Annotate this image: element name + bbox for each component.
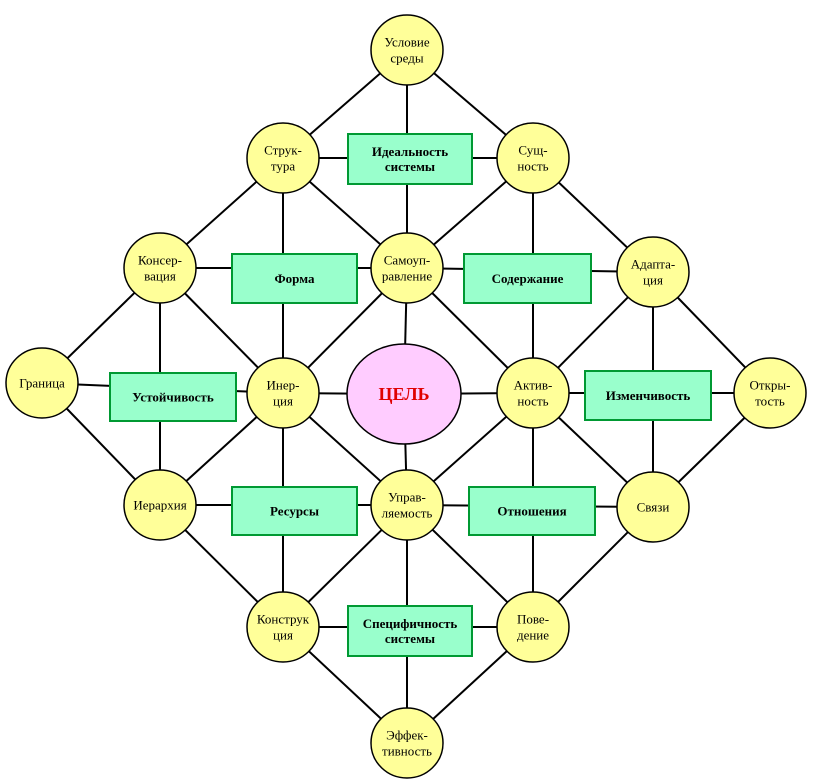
node-usloviya-label-line-2: среды <box>390 51 423 66</box>
node-konstruktsiya-label-line-1: Конструк <box>257 612 310 627</box>
node-ierarkhiya: Иерархия <box>123 469 197 541</box>
node-samoupravlenie-shape <box>370 232 444 304</box>
node-otkrytost: Откры-тость <box>733 357 807 429</box>
node-struktura: Струк-тура <box>246 122 320 194</box>
node-povedenie: Пове-дение <box>496 591 570 663</box>
box-izmenchivost-label-line-1: Изменчивость <box>606 388 691 403</box>
node-effektivnost-label-line-2: тивность <box>382 744 432 759</box>
node-samoupravlenie-label-line-1: Самоуп- <box>384 253 430 268</box>
box-forma: Форма <box>231 253 358 304</box>
node-aktivnost-label-line-2: ность <box>517 394 548 409</box>
node-svyazi: Связи <box>616 471 690 543</box>
box-idealnost-shape <box>347 133 473 185</box>
box-ustoychivost-shape <box>109 372 237 422</box>
box-soderzhanie-label-line-1: Содержание <box>492 271 564 286</box>
box-spetsifichnost-shape <box>347 605 473 657</box>
box-ustoychivost: Устойчивость <box>109 372 237 422</box>
box-forma-label-line-1: Форма <box>275 271 315 286</box>
box-resursy: Ресурсы <box>231 486 358 536</box>
node-aktivnost-label-line-1: Актив- <box>514 378 553 393</box>
node-adaptatsiya: Адапта-ция <box>616 236 690 308</box>
box-izmenchivost-shape <box>584 370 712 421</box>
node-upravlyaemost-shape <box>370 469 444 541</box>
node-inertsiya-label-line-1: Инер- <box>267 378 300 393</box>
box-soderzhanie: Содержание <box>463 253 592 304</box>
node-upravlyaemost-label-line-2: ляемость <box>382 506 433 521</box>
node-effektivnost: Эффек-тивность <box>370 707 444 779</box>
node-effektivnost-label-line-1: Эффек- <box>386 728 428 743</box>
box-idealnost-label-line-1: Идеальность <box>372 144 448 159</box>
box-resursy-label-line-1: Ресурсы <box>270 504 319 519</box>
box-spetsifichnost-label-line-1: Специфичность <box>363 616 458 631</box>
node-struktura-label-line-1: Струк- <box>264 143 302 158</box>
node-konservatsiya-label-line-2: вация <box>144 269 176 284</box>
node-povedenie-shape <box>496 591 570 663</box>
node-konservatsiya-shape <box>123 232 197 304</box>
box-izmenchivost: Изменчивость <box>584 370 712 421</box>
node-konstruktsiya-label-line-2: ция <box>273 628 293 643</box>
node-granitsa: Граница <box>5 347 79 419</box>
node-sushchnost-shape <box>496 122 570 194</box>
goal-node: ЦЕЛЬ <box>346 343 462 445</box>
node-ierarkhiya-shape <box>123 469 197 541</box>
node-inertsiya-shape <box>246 357 320 429</box>
node-struktura-shape <box>246 122 320 194</box>
node-aktivnost-shape <box>496 357 570 429</box>
node-povedenie-label-line-1: Пове- <box>517 612 549 627</box>
node-usloviya-shape <box>370 14 444 86</box>
node-otkrytost-label-line-1: Откры- <box>750 378 791 393</box>
node-inertsiya: Инер-ция <box>246 357 320 429</box>
box-spetsifichnost-label-line-2: системы <box>385 631 435 646</box>
box-otnosheniya: Отношения <box>468 486 596 536</box>
box-idealnost-label-line-2: системы <box>385 159 435 174</box>
node-povedenie-label-line-2: дение <box>517 628 549 643</box>
node-adaptatsiya-shape <box>616 236 690 308</box>
node-struktura-label-line-2: тура <box>271 159 296 174</box>
node-granitsa-shape <box>5 347 79 419</box>
box-otnosheniya-label-line-1: Отношения <box>497 504 566 519</box>
node-sushchnost-label-line-2: ность <box>517 159 548 174</box>
box-forma-shape <box>231 253 358 304</box>
box-otnosheniya-shape <box>468 486 596 536</box>
box-resursy-shape <box>231 486 358 536</box>
node-samoupravlenie: Самоуп-равление <box>370 232 444 304</box>
node-konservatsiya-label-line-1: Консер- <box>138 253 182 268</box>
goal-node-shape <box>346 343 462 445</box>
node-ierarkhiya-label-line-1: Иерархия <box>133 498 186 513</box>
node-konservatsiya: Консер-вация <box>123 232 197 304</box>
node-inertsiya-label-line-2: ция <box>273 394 293 409</box>
box-ustoychivost-label-line-1: Устойчивость <box>132 390 214 405</box>
node-granitsa-label-line-1: Граница <box>19 376 65 391</box>
node-konstruktsiya-shape <box>246 591 320 663</box>
node-adaptatsiya-label-line-1: Адапта- <box>631 257 676 272</box>
node-sushchnost-label-line-1: Сущ- <box>518 143 547 158</box>
node-otkrytost-shape <box>733 357 807 429</box>
node-adaptatsiya-label-line-2: ция <box>643 273 663 288</box>
node-aktivnost: Актив-ность <box>496 357 570 429</box>
node-samoupravlenie-label-line-2: равление <box>382 269 432 284</box>
node-svyazi-shape <box>616 471 690 543</box>
node-usloviya-label-line-1: Условие <box>384 35 429 50</box>
goal-label: ЦЕЛЬ <box>378 384 429 404</box>
node-effektivnost-shape <box>370 707 444 779</box>
node-upravlyaemost: Управ-ляемость <box>370 469 444 541</box>
node-svyazi-label-line-1: Связи <box>637 500 670 515</box>
node-otkrytost-label-line-2: тость <box>755 394 785 409</box>
box-soderzhanie-shape <box>463 253 592 304</box>
node-sushchnost: Сущ-ность <box>496 122 570 194</box>
node-upravlyaemost-label-line-1: Управ- <box>388 490 426 505</box>
